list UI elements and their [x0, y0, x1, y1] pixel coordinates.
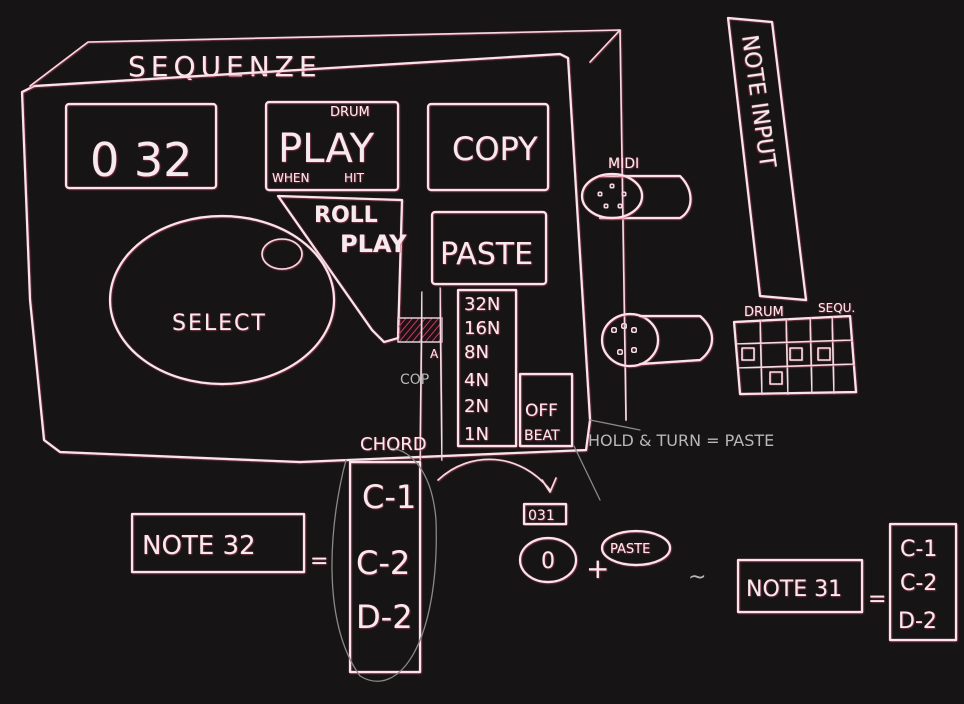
chord-label: CHORD [360, 434, 427, 455]
copy-button[interactable]: COPY [426, 102, 550, 192]
note31-box [736, 558, 864, 614]
chord-box [348, 460, 422, 674]
formula-paste: PASTE [610, 542, 650, 557]
drum-seq-grid [732, 314, 858, 396]
paste-button-frame [430, 210, 548, 286]
hold-turn-annotation: HOLD & TURN = PASTE [588, 431, 774, 450]
device-side-edge [619, 29, 627, 421]
side-label-a: A [430, 347, 439, 361]
annotation-leader [573, 419, 641, 501]
device-outline [20, 52, 592, 464]
off-beat-frame [518, 372, 574, 448]
counter-box [522, 502, 568, 526]
note31-chord-box [888, 522, 958, 642]
play-bottom-left-label: WHEN [272, 171, 309, 185]
note-value-4: 4N [464, 370, 489, 391]
chord-lasso [331, 447, 437, 682]
select-knob-body [108, 214, 336, 386]
copy-label: COPY [452, 130, 538, 168]
device-top-edge [29, 29, 621, 87]
note32-label: NOTE 32 [142, 531, 256, 561]
note-input-strip [726, 16, 808, 302]
drum-seq-label-2: SEQU. [818, 301, 855, 315]
play-bottom-right-label: HIT [344, 171, 365, 185]
note32-box [130, 512, 306, 574]
note31-label: NOTE 31 [746, 577, 842, 602]
drum-seq-label-1: DRUM [744, 305, 784, 320]
usb-port-icon [600, 312, 714, 368]
formula-paste-pill [600, 529, 672, 567]
roll-play-slider[interactable] [276, 194, 404, 344]
hatched-fader [397, 317, 443, 343]
note-value-8: 8N [464, 342, 489, 363]
off-beat-label-2: BEAT [524, 428, 560, 444]
off-beat-label-1: OFF [525, 401, 558, 421]
note-value-32: 32N [464, 294, 500, 315]
fader-rail-right [439, 287, 443, 461]
paste-label: PASTE [440, 237, 533, 272]
midi-connector-icon [580, 172, 692, 220]
play-button[interactable]: DRUM PLAY WHEN HIT [264, 100, 400, 192]
paste-button[interactable]: PASTE [430, 210, 548, 286]
roll-play-label-1: ROLL [314, 203, 378, 228]
chord-note-1: C-1 [362, 478, 416, 516]
select-label: SELECT [172, 311, 267, 336]
roll-play-label-2: PLAY [340, 230, 407, 258]
formula-plus: + [586, 552, 609, 585]
note31-chord-note-2: C-2 [900, 571, 937, 596]
off-beat-button[interactable]: OFF BEAT [518, 372, 574, 448]
note-value-2: 2N [464, 396, 489, 417]
formula-circle-value: 0 [541, 549, 555, 574]
copy-arrow [437, 458, 557, 493]
note-value-1: 1N [464, 424, 489, 445]
chord-note-2: C-2 [356, 544, 410, 582]
play-top-label: DRUM [330, 105, 370, 120]
note-value-16: 16N [464, 318, 500, 339]
midi-label: MIDI [608, 156, 639, 172]
note31-chord-note-3: D-2 [898, 609, 937, 634]
equals-sign-2: = [868, 587, 886, 612]
equals-sign-1: = [310, 549, 328, 574]
display-value: 0 32 [90, 133, 192, 187]
formula-circle [518, 536, 578, 584]
note-value-column [456, 288, 518, 448]
select-knob[interactable]: SELECT [108, 214, 336, 386]
play-label: PLAY [278, 126, 375, 172]
note31-chord-note-1: C-1 [900, 537, 937, 562]
formula-tilde: ~ [688, 565, 706, 590]
display-box [64, 102, 218, 190]
formula-counter: 031 [528, 508, 555, 524]
side-label-cop: COP [400, 372, 429, 388]
copy-button-frame [426, 102, 550, 192]
play-button-frame [264, 100, 400, 192]
fader-rail-left [419, 291, 423, 461]
select-knob-dimple [261, 238, 303, 270]
chord-note-3: D-2 [356, 598, 413, 636]
